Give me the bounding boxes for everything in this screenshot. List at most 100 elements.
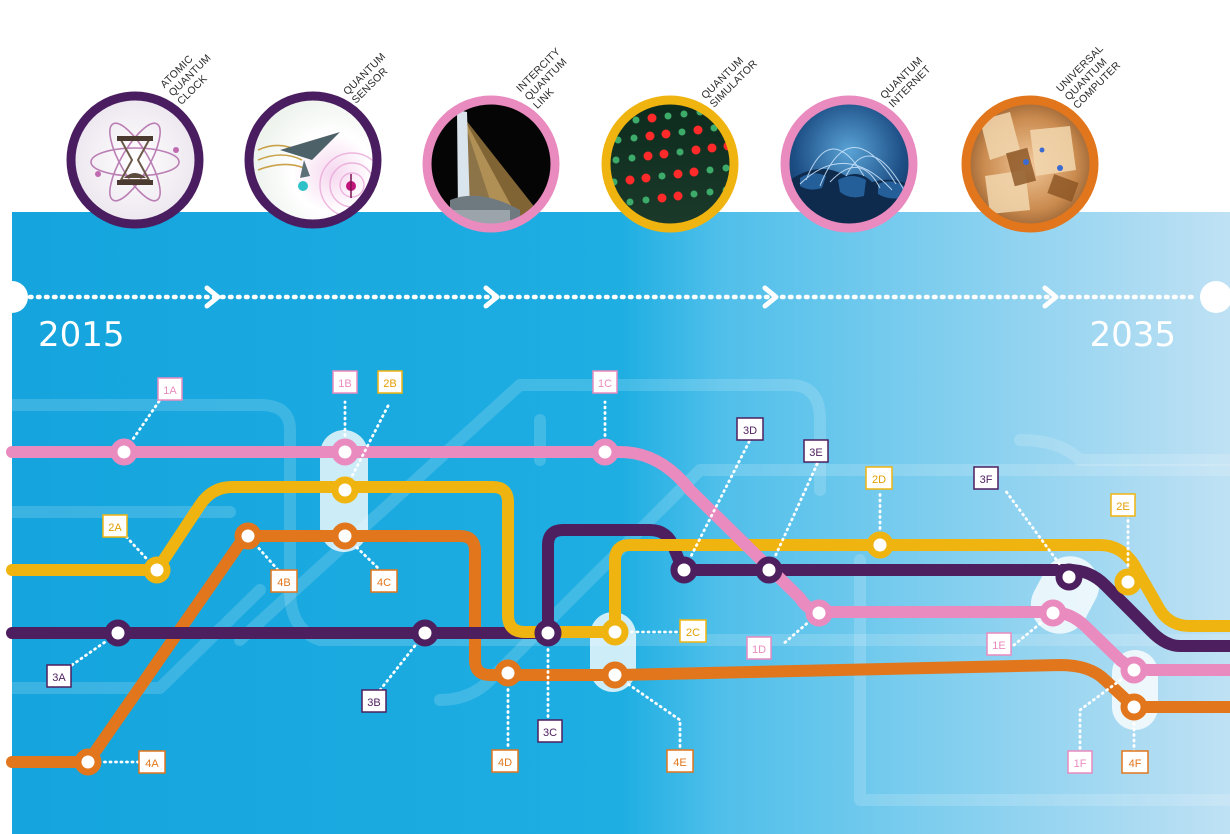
svg-text:2B: 2B bbox=[383, 378, 396, 390]
station-2C bbox=[601, 618, 629, 646]
milestone-label-2C: 2C bbox=[679, 619, 707, 643]
milestone-label-2B: 2B bbox=[377, 370, 403, 394]
svg-text:2A: 2A bbox=[108, 522, 122, 534]
timeline-arrow bbox=[762, 285, 779, 309]
station-1D bbox=[805, 599, 833, 627]
milestone-label-4F: 4F bbox=[1121, 750, 1149, 774]
station-3B bbox=[411, 619, 439, 647]
timeline-end-year: 2035 bbox=[1089, 315, 1176, 355]
application-circles bbox=[66, 91, 1099, 233]
timeline-start-node bbox=[0, 281, 28, 313]
timeline-end-node bbox=[1200, 281, 1230, 313]
timeline-background bbox=[12, 212, 1230, 834]
svg-text:1F: 1F bbox=[1074, 758, 1087, 770]
application-quantum-sensor bbox=[244, 91, 382, 229]
milestone-label-1C: 1C bbox=[592, 370, 618, 394]
milestone-label-3F: 3F bbox=[973, 466, 999, 490]
svg-text:4D: 4D bbox=[498, 757, 512, 769]
timeline-arrow bbox=[1042, 285, 1059, 309]
station-1A bbox=[110, 438, 138, 466]
svg-text:2C: 2C bbox=[686, 627, 700, 639]
station-4C bbox=[331, 522, 359, 550]
station-4A bbox=[74, 748, 102, 776]
milestone-label-1A: 1A bbox=[157, 377, 183, 401]
atom-lattice-icon bbox=[610, 104, 730, 224]
line-2-track bbox=[6, 481, 1230, 638]
station-1C bbox=[591, 438, 619, 466]
timeline-axis: 2015 2035 bbox=[0, 281, 1230, 355]
station-2B bbox=[331, 476, 359, 504]
milestone-label-4A: 4A bbox=[138, 750, 166, 774]
station-3F bbox=[1055, 563, 1083, 591]
station-1E bbox=[1039, 599, 1067, 627]
svg-text:1D: 1D bbox=[752, 644, 766, 656]
station-2D bbox=[866, 531, 894, 559]
svg-text:3B: 3B bbox=[367, 697, 380, 709]
label-quantum-sensor: QUANTUM SENSOR bbox=[341, 48, 399, 106]
station-4D bbox=[494, 659, 522, 687]
milestone-label-1F: 1F bbox=[1067, 750, 1093, 774]
globe-network-icon bbox=[789, 104, 909, 224]
milestone-label-2A: 2A bbox=[102, 514, 128, 538]
milestone-label-1D: 1D bbox=[746, 636, 772, 660]
svg-text:4B: 4B bbox=[277, 577, 290, 589]
station-1B bbox=[331, 438, 359, 466]
svg-text:4A: 4A bbox=[145, 758, 159, 770]
timeline-arrow bbox=[204, 285, 221, 309]
station-4B bbox=[234, 522, 262, 550]
milestone-label-2E: 2E bbox=[1110, 493, 1136, 517]
application-intercity-quantum-link bbox=[422, 95, 560, 233]
label-quantum-simulator: QUANTUM SIMULATOR bbox=[699, 49, 760, 110]
milestone-label-3E: 3E bbox=[803, 439, 829, 463]
milestone-label-4C: 4C bbox=[370, 569, 398, 593]
svg-text:3F: 3F bbox=[980, 474, 993, 486]
milestone-label-3D: 3D bbox=[736, 417, 764, 441]
station-2A bbox=[143, 556, 171, 584]
milestone-label-1E: 1E bbox=[986, 632, 1012, 656]
timeline-arrow bbox=[483, 285, 500, 309]
svg-text:3D: 3D bbox=[743, 425, 757, 437]
svg-text:1E: 1E bbox=[992, 640, 1005, 652]
telescope-beam-icon bbox=[431, 104, 551, 224]
milestone-label-3C: 3C bbox=[537, 719, 563, 743]
svg-text:1B: 1B bbox=[338, 378, 351, 390]
svg-text:4F: 4F bbox=[1129, 758, 1142, 770]
svg-text:1C: 1C bbox=[598, 378, 612, 390]
svg-text:3E: 3E bbox=[809, 447, 822, 459]
timeline-start-year: 2015 bbox=[38, 315, 125, 355]
sensor-icon bbox=[253, 100, 373, 220]
station-1F bbox=[1120, 656, 1148, 684]
hourglass-atom-icon bbox=[75, 100, 195, 220]
station-3D bbox=[670, 556, 698, 584]
application-atomic-quantum-clock bbox=[66, 91, 204, 229]
station-2E bbox=[1114, 568, 1142, 596]
milestone-label-3A: 3A bbox=[46, 664, 72, 688]
svg-text:4E: 4E bbox=[673, 757, 686, 769]
label-intercity-quantum-link: INTERCITY QUANTUM LINK bbox=[514, 44, 582, 112]
station-3C bbox=[534, 619, 562, 647]
milestone-label-4E: 4E bbox=[666, 749, 694, 773]
application-quantum-simulator bbox=[601, 95, 739, 233]
station-3A bbox=[104, 619, 132, 647]
station-3E bbox=[755, 556, 783, 584]
svg-text:4C: 4C bbox=[377, 577, 391, 589]
label-quantum-internet: QUANTUM INTERNET bbox=[878, 52, 936, 110]
milestone-label-1B: 1B bbox=[332, 370, 358, 394]
label-atomic-quantum-clock: ATOMIC QUANTUM CLOCK bbox=[158, 41, 224, 107]
svg-text:3A: 3A bbox=[52, 672, 66, 684]
milestone-label-4D: 4D bbox=[491, 749, 519, 773]
milestone-label-3B: 3B bbox=[361, 689, 387, 713]
processor-icon bbox=[970, 104, 1090, 224]
svg-text:1A: 1A bbox=[163, 385, 177, 397]
application-quantum-internet bbox=[780, 95, 918, 233]
application-universal-quantum-computer bbox=[961, 95, 1099, 233]
label-universal-quantum-computer: UNIVERSAL QUANTUM COMPUTER bbox=[1054, 41, 1125, 112]
milestone-label-4B: 4B bbox=[270, 569, 298, 593]
station-4F bbox=[1120, 693, 1148, 721]
line-4-track bbox=[6, 530, 1230, 768]
station-4E bbox=[601, 661, 629, 689]
svg-text:2D: 2D bbox=[872, 474, 886, 486]
milestone-label-2D: 2D bbox=[865, 466, 893, 490]
